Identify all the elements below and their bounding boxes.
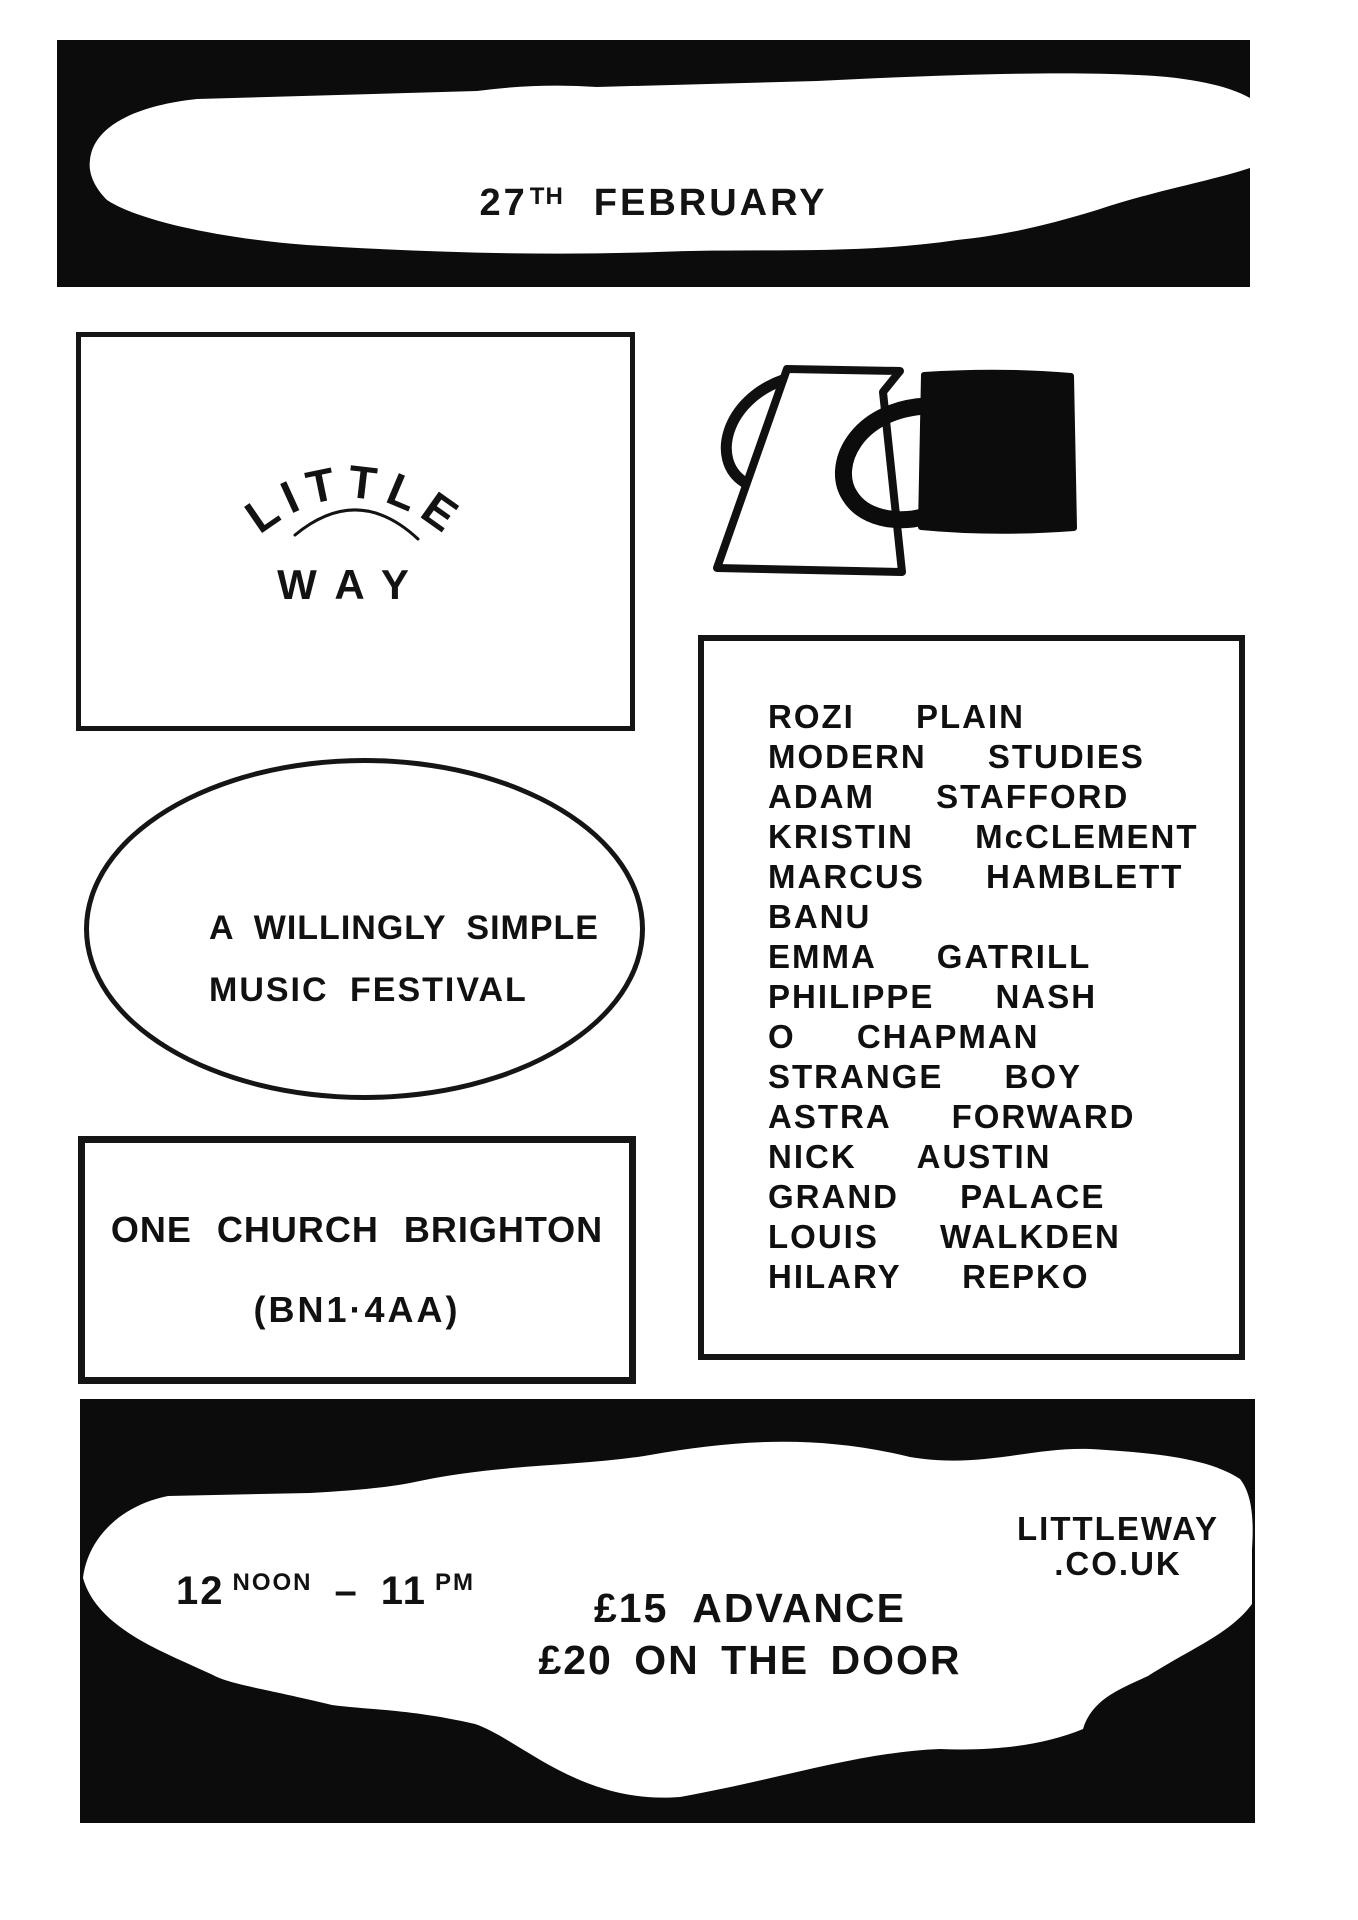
venue-name: ONE CHURCH BRIGHTON xyxy=(110,1209,604,1250)
venue-box: ONE CHURCH BRIGHTON (BN1·4AA) xyxy=(78,1136,636,1384)
top-banner-white-blob xyxy=(89,73,1250,254)
lineup-artist: MODERN STUDIES xyxy=(768,738,1145,775)
website-url: LITTLEWAY .CO.UK xyxy=(1008,1511,1228,1581)
time-start: 12 xyxy=(176,1569,225,1613)
tagline: A WILLINGLY SIMPLE MUSIC FESTIVAL xyxy=(209,909,599,1010)
logo-word-bottom: WAY xyxy=(277,561,429,608)
event-date-suffix: TH xyxy=(529,183,564,210)
lineup-artist: NICK AUSTIN xyxy=(768,1138,1052,1175)
logo-smile-arc xyxy=(293,508,420,541)
venue-postcode: (BN1·4AA) xyxy=(253,1289,461,1330)
black-mug-handle xyxy=(834,397,935,529)
website-line1: LITTLEWAY xyxy=(1017,1510,1219,1547)
opening-hours: 12 NOON–11 PM xyxy=(176,1569,475,1614)
lineup-box: ROZI PLAIN MODERN STUDIES ADAM STAFFORD … xyxy=(698,635,1245,1360)
white-jug-body xyxy=(713,365,906,576)
lineup-artist: GRAND PALACE xyxy=(768,1178,1106,1215)
lineup-artist: ADAM STAFFORD xyxy=(768,778,1130,815)
lineup-list: ROZI PLAIN MODERN STUDIES ADAM STAFFORD … xyxy=(768,697,1231,1297)
price-advance: £15 ADVANCE xyxy=(594,1585,906,1631)
time-separator: – xyxy=(334,1569,359,1613)
lineup-artist: ROZI PLAIN xyxy=(768,698,1025,735)
logo-word-top: LITTLE xyxy=(236,455,475,547)
website-line2: .CO.UK xyxy=(1054,1545,1182,1582)
little-way-logo: LITTLE WAY xyxy=(236,455,475,608)
lineup-artist: LOUIS WALKDEN xyxy=(768,1218,1121,1255)
mugs-illustration xyxy=(700,350,1090,590)
tagline-oval: A WILLINGLY SIMPLE MUSIC FESTIVAL xyxy=(84,758,645,1100)
event-date-day: 27 xyxy=(479,182,528,224)
little-way-logo-box: LITTLE WAY xyxy=(76,332,635,731)
lineup-artist: EMMA GATRILL xyxy=(768,938,1092,975)
tagline-line1: A WILLINGLY SIMPLE xyxy=(209,909,599,947)
lineup-artist: BANU xyxy=(768,898,872,935)
lineup-artist: O CHAPMAN xyxy=(768,1018,1040,1055)
lineup-artist: STRANGE BOY xyxy=(768,1058,1083,1095)
lineup-artist: HILARY REPKO xyxy=(768,1258,1090,1295)
time-start-suffix: NOON xyxy=(232,1569,313,1596)
black-mug-body xyxy=(918,369,1077,534)
time-end: 11 xyxy=(380,1569,428,1613)
event-date-month: FEBRUARY xyxy=(593,182,828,224)
top-banner-blob-art xyxy=(89,73,1250,254)
mugs-drawing xyxy=(713,365,1077,576)
lineup-artist: KRISTIN McCLEMENT xyxy=(768,818,1199,855)
event-date: 27TH FEBRUARY xyxy=(57,182,1250,225)
lineup-artist: PHILIPPE NASH xyxy=(768,978,1098,1015)
bottom-banner-blob-art xyxy=(83,1441,1253,1798)
tagline-line2: MUSIC FESTIVAL xyxy=(209,971,528,1009)
bottom-banner-white-blob xyxy=(83,1441,1253,1798)
time-end-suffix: PM xyxy=(435,1569,476,1596)
top-date-banner: 27TH FEBRUARY xyxy=(57,40,1250,287)
price-door: £20 ON THE DOOR xyxy=(538,1637,962,1683)
lineup-artist: MARCUS HAMBLETT xyxy=(768,858,1184,895)
white-jug-handle xyxy=(720,374,789,488)
lineup-artist: ASTRA FORWARD xyxy=(768,1098,1136,1135)
